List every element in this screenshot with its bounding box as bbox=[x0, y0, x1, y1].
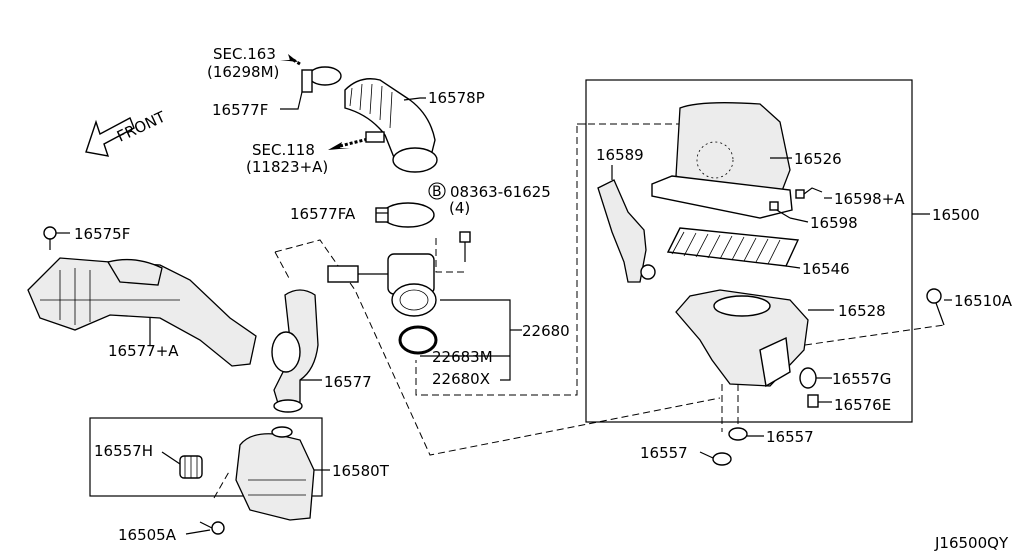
label-22683M: 22683M bbox=[432, 348, 493, 366]
grommet-16557-upper bbox=[728, 427, 748, 441]
arrow-sec118-icon bbox=[328, 131, 385, 150]
label-16589: 16589 bbox=[596, 146, 644, 164]
bolt-16510A bbox=[926, 288, 945, 326]
label-16505A: 16505A bbox=[118, 526, 177, 544]
label-16575F: 16575F bbox=[74, 225, 130, 243]
clip-16598 bbox=[769, 201, 791, 219]
label-16557-lower: 16557 bbox=[640, 444, 688, 462]
label-22680X: 22680X bbox=[432, 370, 490, 388]
label-16577F: 16577F bbox=[212, 101, 268, 119]
air-cleaner-cover-16526 bbox=[651, 102, 793, 219]
label-16577A: 16577+A bbox=[108, 342, 179, 360]
label-sec163-ref: (16298M) bbox=[207, 63, 279, 81]
label-16557H: 16557H bbox=[94, 442, 153, 460]
label-16528: 16528 bbox=[838, 302, 886, 320]
label-16500: 16500 bbox=[932, 206, 980, 224]
bracket-16589 bbox=[597, 179, 656, 283]
label-16598: 16598 bbox=[810, 214, 858, 232]
intake-hose-16578P bbox=[344, 78, 438, 173]
label-16576E: 16576E bbox=[834, 396, 891, 414]
mass-air-flow-sensor-22680 bbox=[327, 253, 437, 317]
arrow-sec163-icon bbox=[280, 54, 301, 66]
label-08363-61625: 08363-61625 bbox=[450, 183, 551, 201]
front-arrow-icon bbox=[85, 117, 135, 157]
diagram-code: J16500QY bbox=[934, 534, 1009, 552]
air-cleaner-assembly-box bbox=[585, 79, 913, 423]
clamp-16577FA bbox=[375, 202, 435, 228]
label-22680: 22680 bbox=[522, 322, 570, 340]
air-cleaner-body-16528 bbox=[675, 289, 809, 388]
label-16526: 16526 bbox=[794, 150, 842, 168]
label-qty4: (4) bbox=[449, 199, 470, 217]
label-16557G: 16557G bbox=[832, 370, 891, 388]
label-16577: 16577 bbox=[324, 373, 372, 391]
grommet-16557H bbox=[179, 455, 203, 479]
dashed-reference-lines bbox=[213, 123, 945, 499]
label-front: FRONT bbox=[114, 107, 169, 145]
label-16510A: 16510A bbox=[954, 292, 1013, 310]
label-sec118: SEC.118 bbox=[252, 141, 315, 159]
label-16578P: 16578P bbox=[428, 89, 485, 107]
bolt-08363-61625 bbox=[459, 231, 471, 262]
label-bolt-mark: B bbox=[432, 184, 442, 200]
label-sec163: SEC.163 bbox=[213, 45, 276, 63]
bolt-16505A bbox=[199, 521, 225, 535]
resonator-box bbox=[89, 417, 323, 497]
label-sec118-ref: (11823+A) bbox=[246, 158, 328, 176]
clip-16598A bbox=[795, 187, 823, 199]
label-16598A: 16598+A bbox=[834, 190, 905, 208]
o-ring-22683M bbox=[398, 325, 438, 355]
label-16577FA: 16577FA bbox=[290, 205, 356, 223]
label-16580T: 16580T bbox=[332, 462, 390, 480]
air-duct-16577A bbox=[27, 257, 257, 367]
air-filter-16546 bbox=[666, 227, 800, 267]
air-duct-16577 bbox=[271, 289, 319, 413]
label-16557-upper: 16557 bbox=[766, 428, 814, 446]
leader-lines bbox=[56, 91, 952, 535]
resonator-16580T bbox=[235, 426, 315, 521]
clip-16575F bbox=[43, 226, 57, 250]
bolt-mark-circle-icon bbox=[428, 182, 446, 200]
grommet-16557-lower bbox=[712, 452, 732, 466]
mount-16576E bbox=[807, 394, 819, 408]
label-16546: 16546 bbox=[802, 260, 850, 278]
grommet-16557G bbox=[799, 367, 817, 389]
clamp-16577F bbox=[301, 66, 342, 93]
